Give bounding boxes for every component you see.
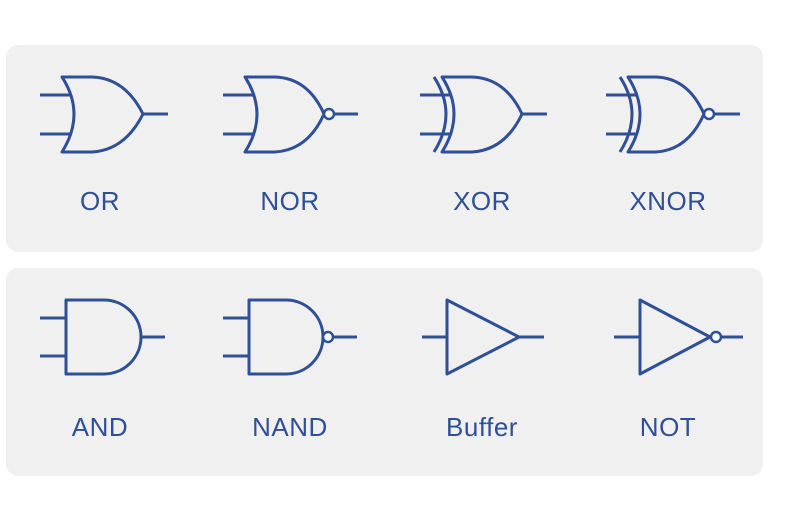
xor-gate-icon xyxy=(420,75,547,154)
gate-label-not: NOT xyxy=(639,412,697,442)
gate-label-nand: NAND xyxy=(252,412,328,442)
gate-label-or: OR xyxy=(80,186,120,216)
and-family-panel xyxy=(6,268,763,476)
or-gate-cell: OR xyxy=(0,0,200,260)
buffer-gate-cell: Buffer xyxy=(382,260,582,525)
xor-gate-cell: XOR xyxy=(382,0,582,260)
and-gate-icon xyxy=(40,298,165,376)
gate-label-xnor: XNOR xyxy=(629,186,707,216)
gate-label-and: AND xyxy=(71,412,129,442)
or-family-panel xyxy=(6,45,763,252)
xnor-gate-icon xyxy=(606,75,740,154)
buffer-gate-icon xyxy=(422,298,544,376)
nor-gate-cell: NOR xyxy=(190,0,390,260)
gate-label-buffer: Buffer xyxy=(446,412,518,442)
not-gate-icon xyxy=(614,298,743,376)
not-gate-cell: NOT xyxy=(568,260,768,525)
nand-gate-cell: NAND xyxy=(190,260,390,525)
xnor-gate-cell: XNOR xyxy=(568,0,768,260)
nand-gate-icon xyxy=(223,298,357,376)
gate-label-nor: NOR xyxy=(260,186,320,216)
gate-label-xor: XOR xyxy=(453,186,511,216)
or-gate-icon xyxy=(40,75,168,154)
and-gate-cell: AND xyxy=(0,260,200,525)
nor-gate-icon xyxy=(223,75,358,154)
